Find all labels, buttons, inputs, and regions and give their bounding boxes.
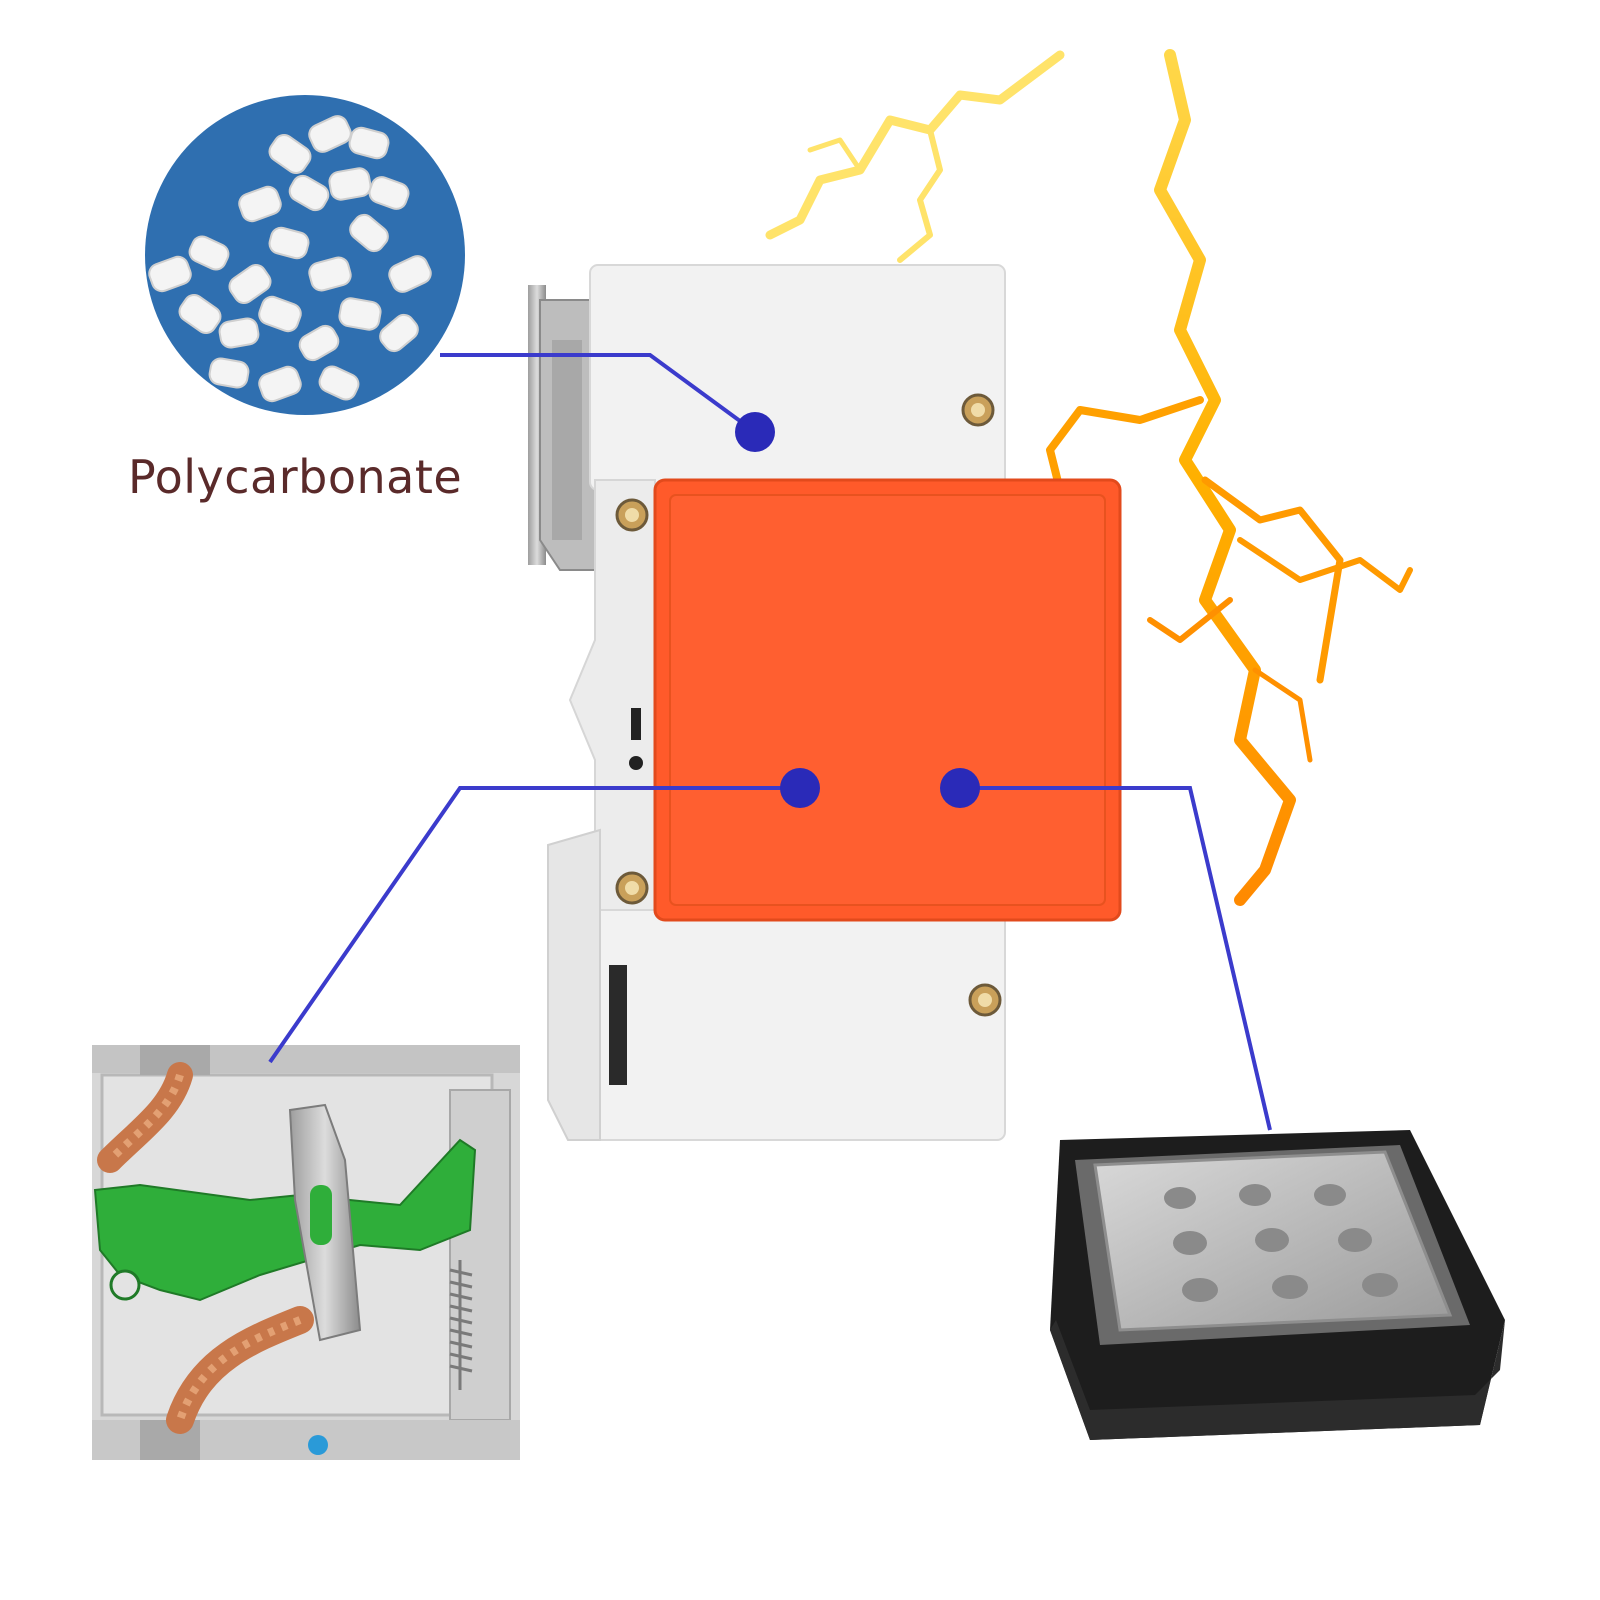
callout-dot-mechanism (780, 768, 820, 808)
internal-mechanism-photo (92, 1045, 520, 1460)
callout-points (735, 412, 980, 808)
terminal-screws (615, 393, 1002, 1017)
upper-housing (589, 264, 1006, 491)
callout-leader-lines (268, 353, 1272, 1131)
lightning-bolt-right (1046, 49, 1413, 906)
surge-protector-device (528, 264, 1122, 1141)
leader-line-polycarbonate (440, 353, 757, 434)
leader-line-mechanism (268, 786, 800, 1064)
lightning-bolt-left (765, 50, 1065, 263)
callout-dot-varistor (940, 768, 980, 808)
callout-dot-housing (735, 412, 775, 452)
polycarbonate-pellets-photo (145, 95, 465, 415)
varistor-chip-photo (1050, 1130, 1505, 1440)
leader-line-varistor (960, 786, 1272, 1131)
lower-housing (569, 909, 1006, 1141)
material-label: Polycarbonate (128, 450, 463, 504)
